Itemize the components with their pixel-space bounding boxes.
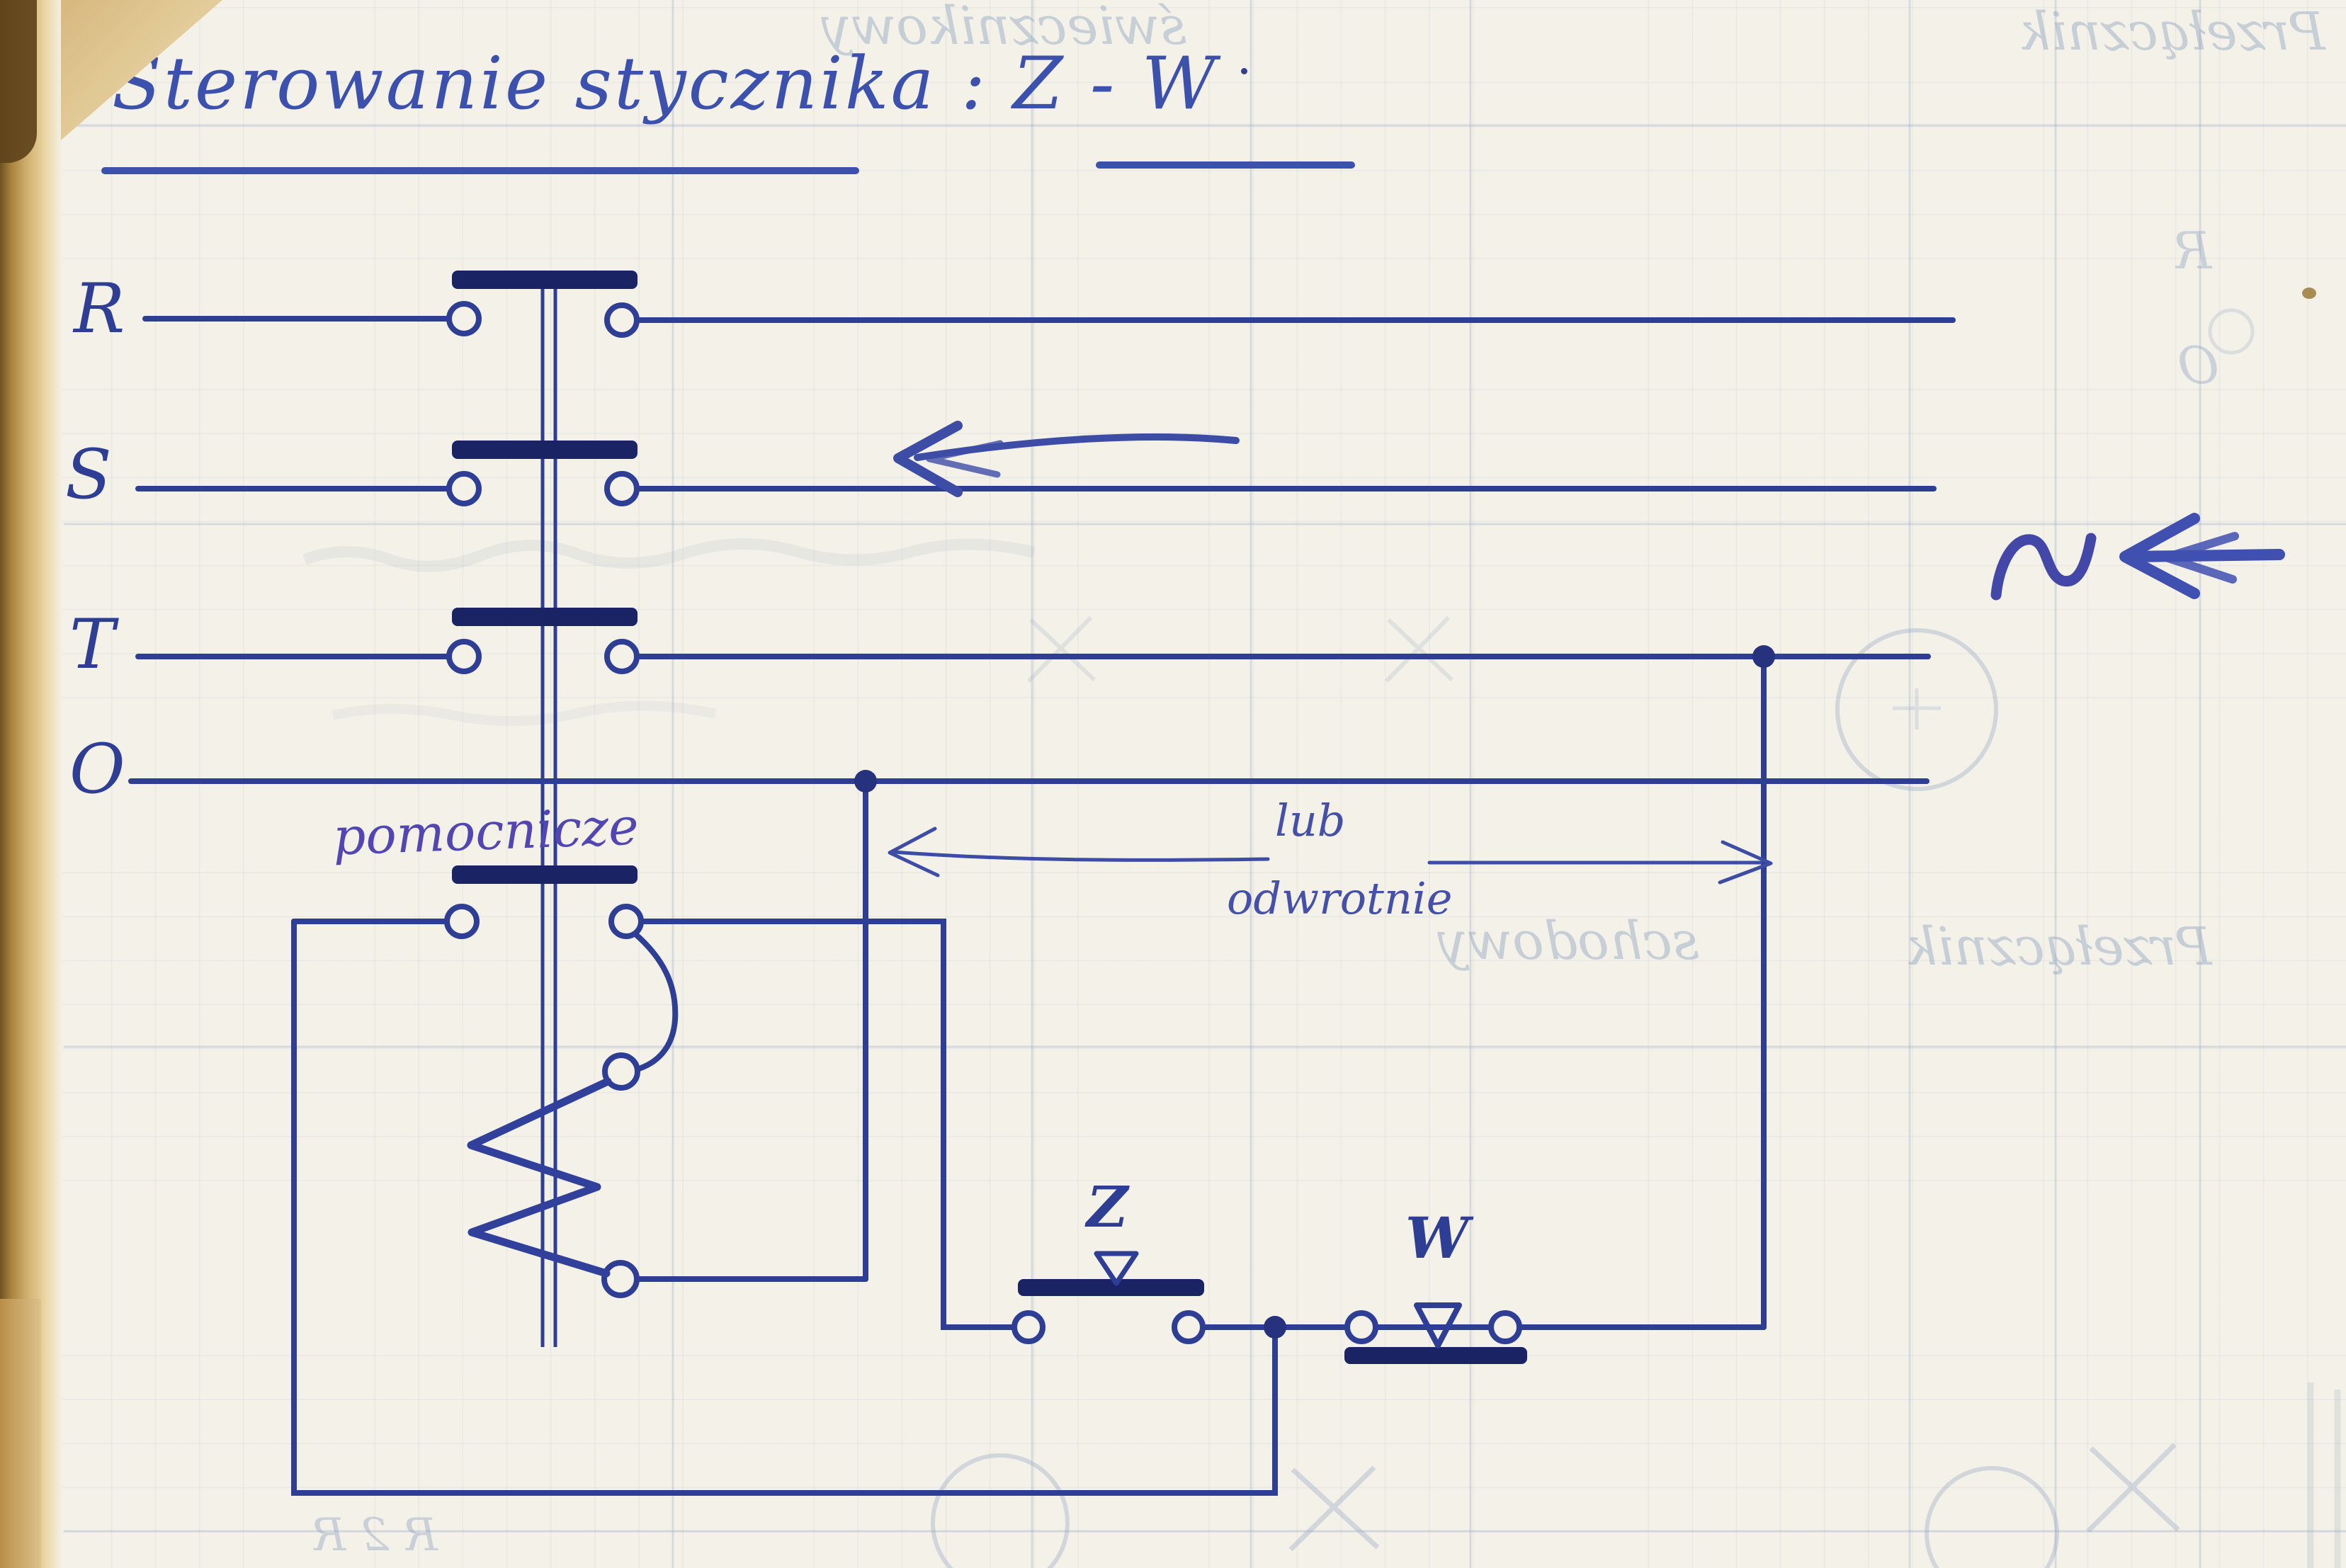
ghost-letter-o: O xyxy=(2177,336,2220,395)
ac-left-arrow-icon xyxy=(2119,513,2285,599)
or-note-line2: odwrotnie xyxy=(1227,873,1453,924)
coil-terminal-top xyxy=(602,1052,640,1091)
ghost-text-middle-second: schodowy xyxy=(1438,911,1699,972)
aux-contact-label: pomocnicze xyxy=(332,796,640,867)
z-button-plunger-icon xyxy=(1094,1251,1139,1286)
z-terminal-left xyxy=(1012,1310,1046,1344)
aux-contact-bar xyxy=(452,865,638,884)
w-button-plunger-icon xyxy=(1414,1302,1462,1348)
coil-terminal-bottom xyxy=(601,1260,640,1298)
aux-contact-wiring xyxy=(291,919,1278,1496)
t-branch-to-w xyxy=(1517,654,1767,1330)
page-edge-bottom-left xyxy=(0,1299,41,1568)
long-left-arrow-icon xyxy=(893,421,1240,497)
main-contact-bar-t xyxy=(452,608,638,626)
bus-label-r: R xyxy=(74,269,125,348)
bus-label-t: T xyxy=(69,605,115,684)
page-title: Sterowanie stycznika : Z - W xyxy=(112,42,1218,126)
ghost-bleedthrough-shapes xyxy=(302,308,2341,1568)
main-contact-bar-r xyxy=(452,271,638,289)
contact-terminals xyxy=(444,301,1522,1344)
z-terminal-right xyxy=(1172,1310,1206,1344)
ghost-text-middle-first: Przełącznik xyxy=(1905,916,2212,977)
ruled-lines xyxy=(64,0,2346,1568)
w-terminal-left xyxy=(1344,1310,1378,1344)
or-note-line1: lub xyxy=(1275,795,1346,846)
w-button-bridge-bar xyxy=(1344,1347,1527,1364)
ghost-text-top-second: świecznikowy xyxy=(822,0,1187,57)
bus-label-o: O xyxy=(69,729,125,809)
w-terminal-right xyxy=(1488,1310,1522,1344)
bus-label-s: S xyxy=(65,435,112,514)
coil-supply-branch xyxy=(634,778,868,1282)
main-contact-bar-s xyxy=(452,441,638,459)
or-double-arrow-icon xyxy=(888,826,1773,885)
ac-tilde-icon xyxy=(1990,533,2097,601)
paper-speck xyxy=(2302,288,2316,299)
ink-dot xyxy=(1241,68,1247,74)
contactor-coil-zigzag xyxy=(467,1077,612,1278)
z-button-label: Z xyxy=(1087,1174,1128,1240)
bus-line-r xyxy=(142,316,1956,323)
ghost-letter-r: R xyxy=(2173,221,2212,280)
ghost-text-bottom-left: R 2 R xyxy=(312,1509,438,1562)
z-button-bridge-bar xyxy=(1018,1279,1204,1296)
title-underline xyxy=(101,161,1355,174)
ghost-text-top-first: Przełącznik xyxy=(2019,1,2325,62)
contact-bars xyxy=(452,271,1527,1364)
junction-dots xyxy=(854,645,1775,1339)
book-corner-shadow xyxy=(0,0,37,163)
w-button-label: W xyxy=(1405,1205,1469,1271)
